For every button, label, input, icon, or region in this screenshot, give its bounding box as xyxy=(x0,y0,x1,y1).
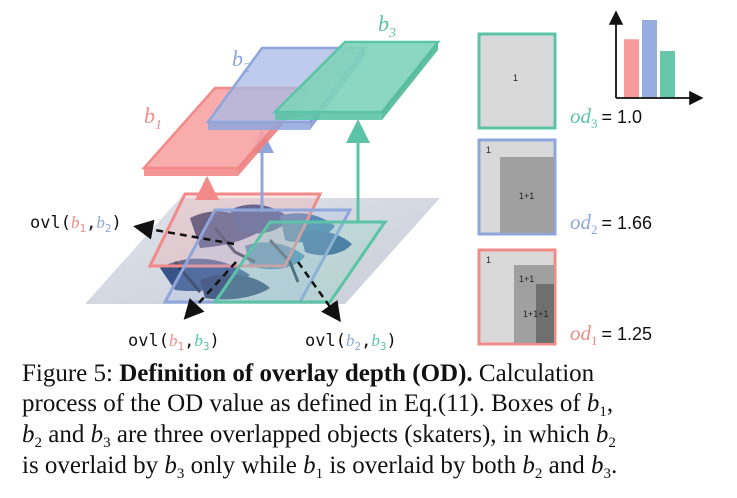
b1-label: b1 xyxy=(144,103,162,133)
od1-equation: od1= 1.25 xyxy=(570,321,652,348)
od1-level-2: 1+1 xyxy=(519,274,534,284)
od3-panel: 1 od3= 1.0 xyxy=(477,32,642,131)
od2-level-2: 1+1 xyxy=(519,191,534,201)
od-figure: b1 b2 b3 ovl(b1,b2) ovl(b1,b3) ovl(b2,b3… xyxy=(30,10,704,353)
ovl-b1-b2-arrow xyxy=(133,219,235,246)
photo-plane xyxy=(85,192,440,304)
od2-equation: od2= 1.66 xyxy=(570,210,652,237)
od1-level-3: 1+1+1 xyxy=(523,309,549,319)
ovl-b1-b2-label: ovl(b1,b2) xyxy=(30,213,122,235)
ovl-b2-b3-label: ovl(b2,b3) xyxy=(305,331,397,353)
b3-label: b3 xyxy=(378,11,396,41)
od2-panel: 1 1+1 od2= 1.66 xyxy=(477,138,652,237)
caption-line-3: b2 and b3 are three overlapped objects (… xyxy=(22,421,616,451)
figure-caption: Figure 5: Definition of overlay depth (O… xyxy=(0,358,737,498)
b3-slab xyxy=(271,40,441,120)
bar-b1 xyxy=(624,39,639,98)
od1-panel: 1 1+1 1+1+1 od1= 1.25 xyxy=(477,248,652,348)
caption-line-1: Figure 5: Definition of overlay depth (O… xyxy=(22,360,595,387)
figure-number: Figure 5: xyxy=(22,360,113,387)
od3-equation: od3= 1.0 xyxy=(570,104,642,131)
od2-level-1: 1 xyxy=(486,145,491,155)
b1-box-on-image xyxy=(147,192,323,268)
od-bar-chart xyxy=(608,10,704,106)
bar-b3 xyxy=(660,51,675,98)
caption-line-4: is overlaid by b3 only while b1 is overl… xyxy=(22,452,618,482)
ovl-b1-b3-arrow xyxy=(183,261,237,320)
od3-level-1: 1 xyxy=(513,73,518,83)
ovl-b1-b3-label: ovl(b1,b3) xyxy=(128,331,220,353)
b2-label: b2 xyxy=(232,46,250,76)
bar-b2 xyxy=(642,20,657,98)
od1-level-1: 1 xyxy=(486,255,491,265)
caption-title: Definition of overlay depth (OD). xyxy=(119,360,473,387)
caption-line-2: process of the OD value as defined in Eq… xyxy=(22,390,614,420)
